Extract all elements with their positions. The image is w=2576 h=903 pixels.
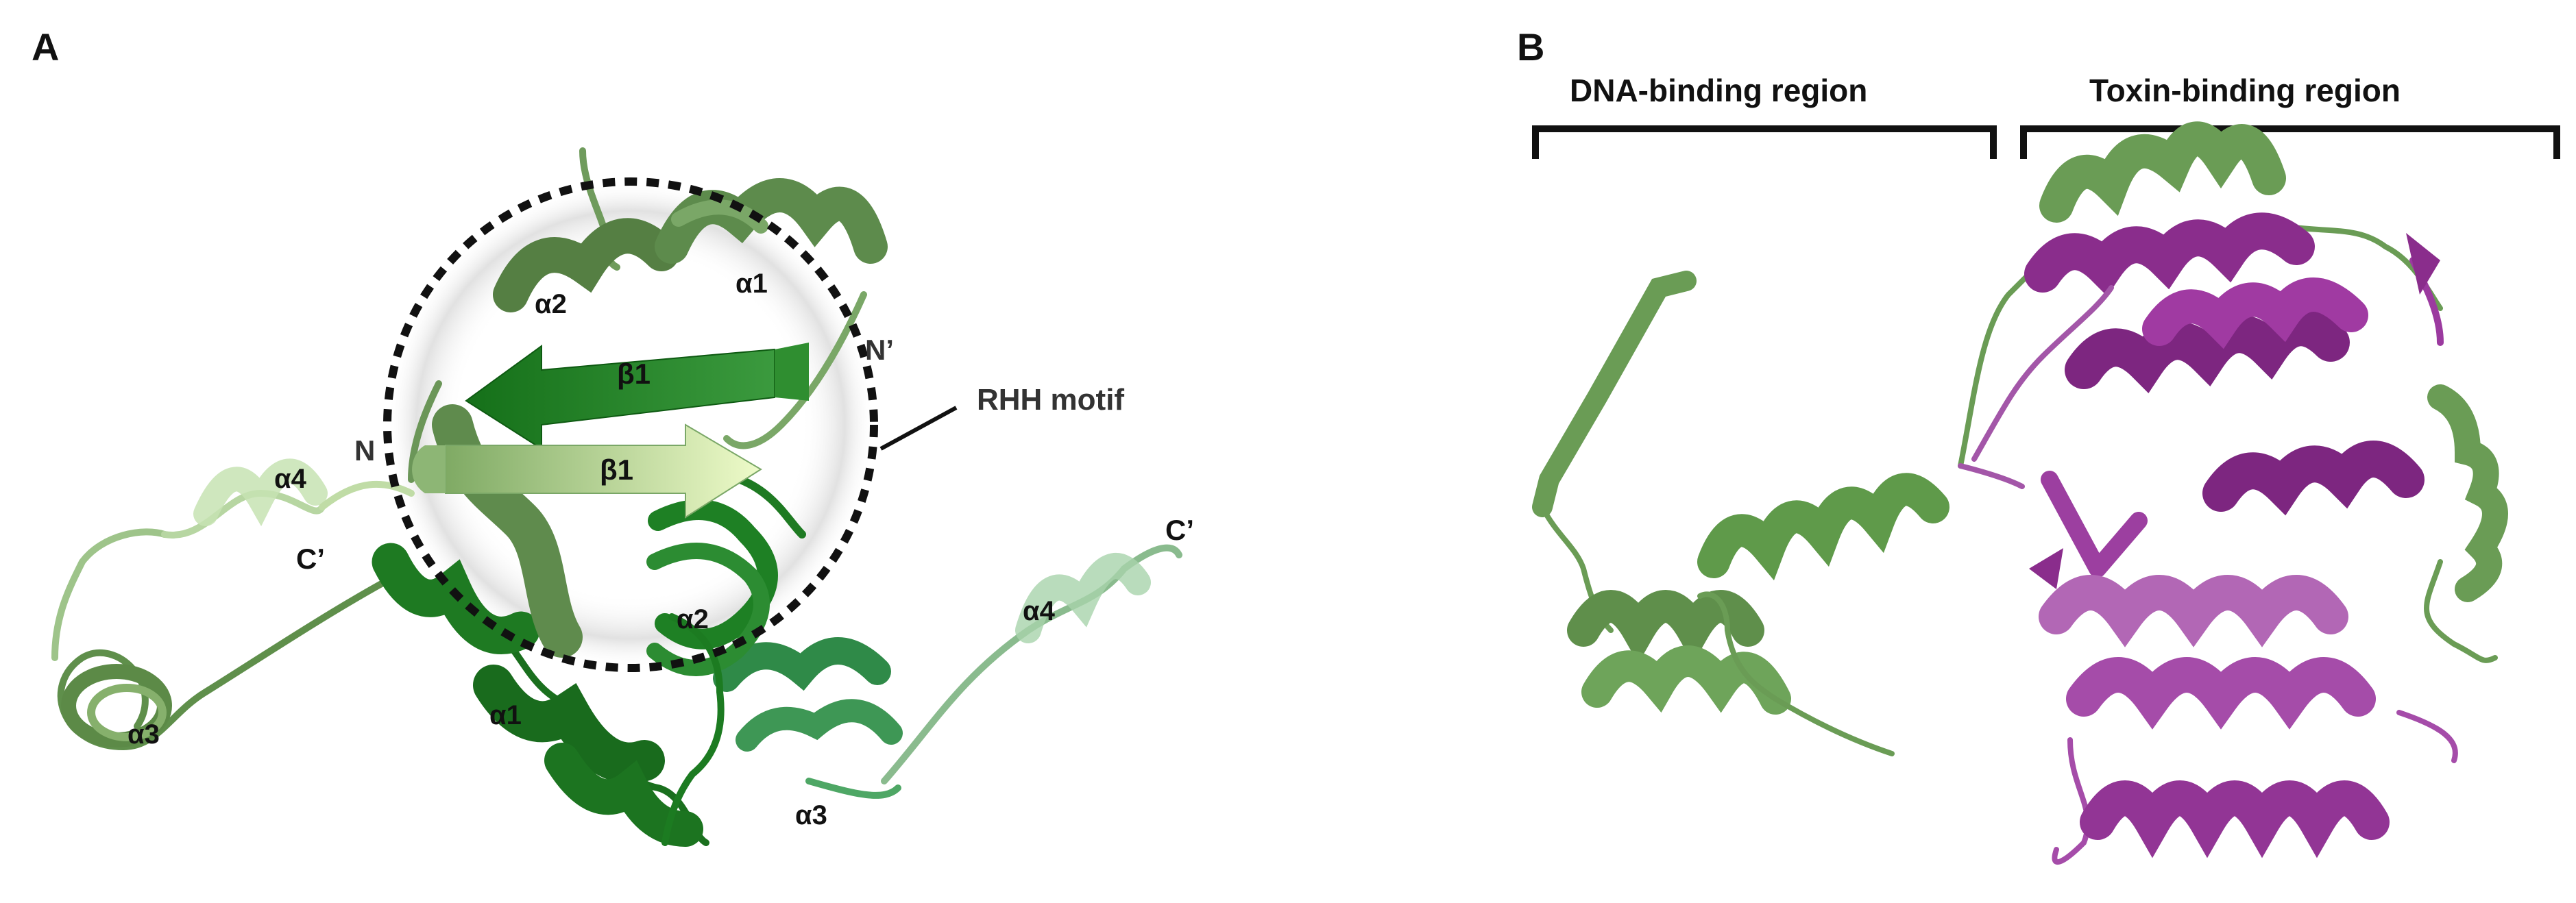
label-beta1-bottom: β1 — [600, 454, 633, 486]
beta1-top-arrow — [465, 345, 775, 450]
label-n-prime: N’ — [865, 334, 894, 366]
panel-a: A — [32, 25, 1194, 847]
antitoxin-structure — [1532, 121, 2508, 756]
right-chain-tail — [713, 544, 1182, 799]
label-alpha3-right: α3 — [795, 800, 827, 830]
label-alpha1-top: α1 — [736, 269, 768, 299]
label-alpha3-left: α3 — [127, 719, 160, 750]
rhh-motif-leader — [879, 406, 958, 451]
left-chain-tail — [51, 458, 415, 751]
panel-b-letter: B — [1517, 25, 1544, 69]
rhh-motif-circle — [383, 177, 878, 672]
beta1-bottom-arrow — [445, 423, 762, 519]
panel-b: B DNA-binding region Toxin-binding regio… — [1517, 25, 2560, 865]
dna-region-label: DNA-binding region — [1570, 73, 1867, 108]
label-alpha4-right: α4 — [1023, 596, 1056, 626]
panel-a-letter: A — [32, 25, 59, 69]
rhh-motif-label: RHH motif — [977, 383, 1124, 417]
label-n-term: N — [354, 434, 375, 467]
label-c-prime-left: C’ — [296, 543, 325, 575]
toxin-region-bracket — [2020, 125, 2560, 159]
toxin-region-label: Toxin-binding region — [2089, 73, 2401, 108]
label-alpha4-left: α4 — [274, 464, 307, 494]
label-alpha2-bottom: α2 — [677, 604, 709, 634]
dark-green-helices — [372, 475, 806, 847]
label-c-prime-right: C’ — [1165, 514, 1194, 546]
label-beta1-top: β1 — [617, 358, 651, 390]
dna-region-bracket — [1532, 125, 1997, 159]
label-alpha1-bottom: α1 — [489, 700, 522, 730]
toxin-structure — [1958, 212, 2458, 865]
label-alpha2-top: α2 — [535, 289, 567, 319]
